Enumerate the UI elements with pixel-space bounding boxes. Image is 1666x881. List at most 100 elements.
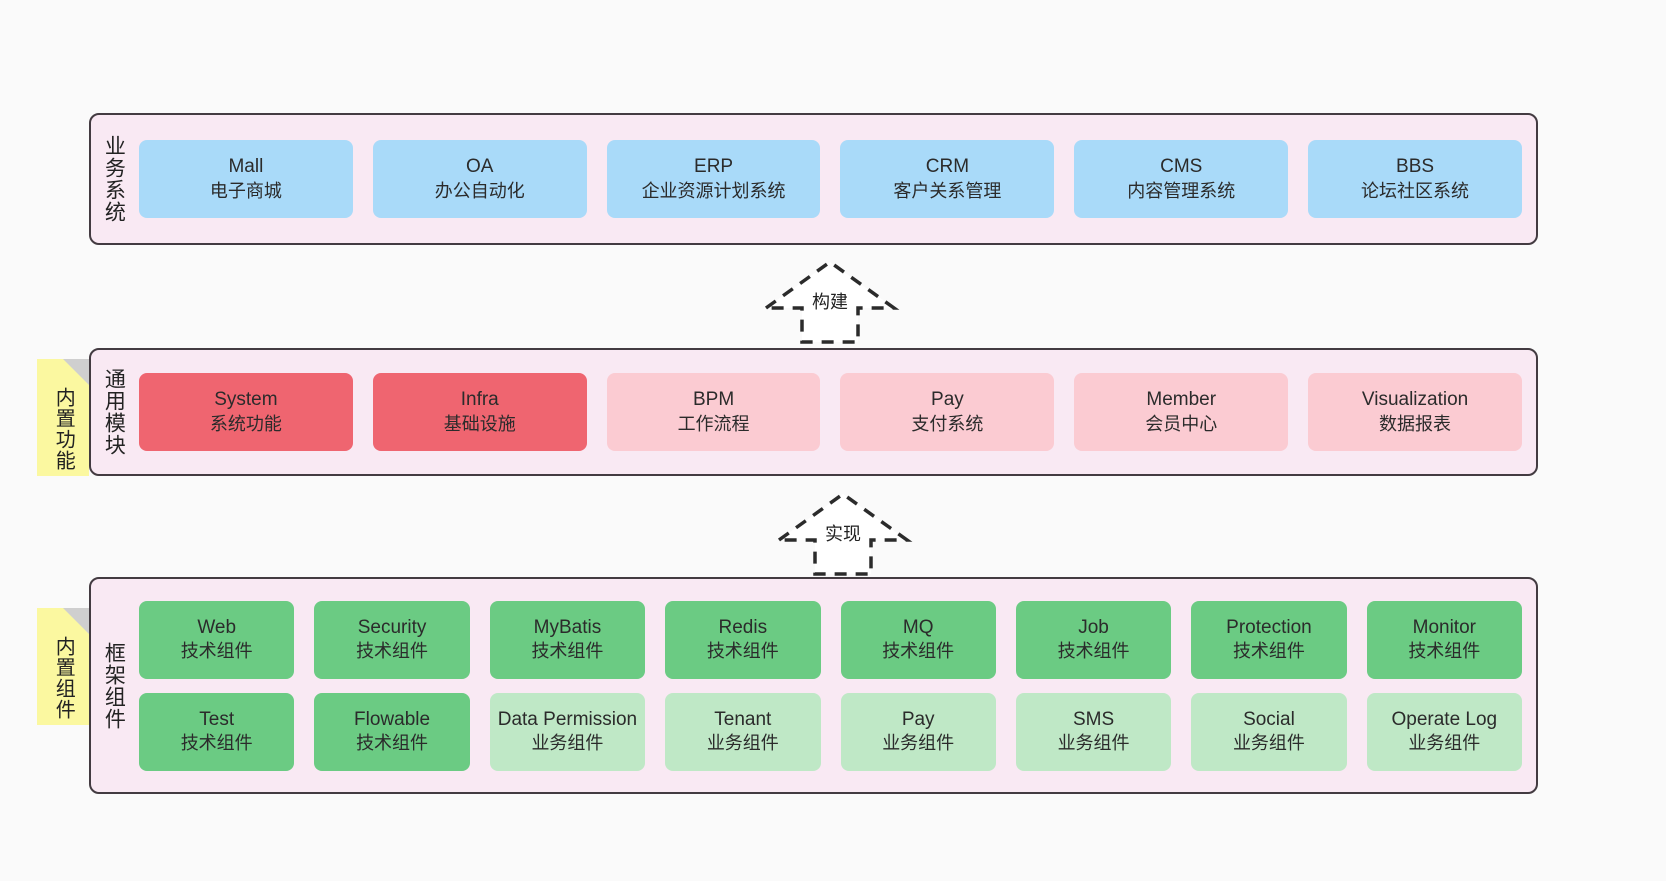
generalization-arrow-shape xyxy=(773,491,913,576)
node-job[interactable]: Job 技术组件 xyxy=(1015,600,1172,679)
generalization-arrow-shape xyxy=(760,259,900,344)
layer-title-business-system: 业务系统 xyxy=(102,135,126,223)
node-protection[interactable]: Protection 技术组件 xyxy=(1191,600,1347,679)
node-mq[interactable]: MQ 技术组件 xyxy=(840,600,996,679)
node-subtitle: 业务组件 xyxy=(1408,733,1481,754)
layer-common-module: 通用模块 System 系统功能 Infra 基础设施 BPM 工作流程 Pay… xyxy=(89,348,1538,476)
layer-framework-component: 框架组件 Web 技术组件 Security 技术组件 MyBatis 技术组件… xyxy=(89,577,1538,794)
node-test[interactable]: Test 技术组件 xyxy=(139,692,295,771)
node-title: Pay xyxy=(901,708,935,730)
node-title: Redis xyxy=(718,616,768,638)
node-title: CMS xyxy=(1160,156,1203,178)
node-subtitle: 基础设施 xyxy=(443,413,516,434)
layer-row: System 系统功能 Infra 基础设施 BPM 工作流程 Pay 支付系统… xyxy=(139,373,1522,451)
node-subtitle: 企业资源计划系统 xyxy=(641,180,786,201)
node-subtitle: 内容管理系统 xyxy=(1127,180,1236,201)
node-title: Security xyxy=(357,616,427,638)
layer-body-business-system: Mall 电子商城 OA 办公自动化 ERP 企业资源计划系统 CRM 客户关系… xyxy=(135,115,1536,243)
node-erp[interactable]: ERP 企业资源计划系统 xyxy=(606,140,821,218)
node-title: Tenant xyxy=(714,708,772,730)
node-title: BBS xyxy=(1396,156,1435,178)
node-title: Protection xyxy=(1226,616,1312,638)
node-pay[interactable]: Pay 支付系统 xyxy=(840,373,1055,451)
node-subtitle: 客户关系管理 xyxy=(893,180,1002,201)
layer-row: Mall 电子商城 OA 办公自动化 ERP 企业资源计划系统 CRM 客户关系… xyxy=(139,140,1522,218)
connector-build: 构建 xyxy=(760,258,900,346)
node-tenant[interactable]: Tenant 业务组件 xyxy=(665,692,821,771)
node-pay-component[interactable]: Pay 业务组件 xyxy=(840,692,996,771)
node-subtitle: 系统功能 xyxy=(209,413,282,434)
node-redis[interactable]: Redis 技术组件 xyxy=(665,600,821,679)
layer-row: Web 技术组件 Security 技术组件 MyBatis 技术组件 Redi… xyxy=(139,600,1522,679)
node-flowable[interactable]: Flowable 技术组件 xyxy=(314,692,470,771)
node-oa[interactable]: OA 办公自动化 xyxy=(372,140,587,218)
node-infra[interactable]: Infra 基础设施 xyxy=(372,373,587,451)
node-mall[interactable]: Mall 电子商城 xyxy=(139,140,353,218)
node-title: BPM xyxy=(692,389,735,411)
sticky-note-label: 内置组件 xyxy=(52,635,75,720)
node-subtitle: 技术组件 xyxy=(1057,641,1130,662)
node-mybatis[interactable]: MyBatis 技术组件 xyxy=(489,600,646,679)
node-sms[interactable]: SMS 业务组件 xyxy=(1015,692,1172,771)
node-monitor[interactable]: Monitor 技术组件 xyxy=(1366,600,1522,679)
layer-body-framework-component: Web 技术组件 Security 技术组件 MyBatis 技术组件 Redi… xyxy=(135,579,1536,792)
node-crm[interactable]: CRM 客户关系管理 xyxy=(840,140,1055,218)
node-subtitle: 技术组件 xyxy=(1232,641,1305,662)
node-subtitle: 业务组件 xyxy=(1057,733,1130,754)
layer-title-framework-component: 框架组件 xyxy=(102,641,126,730)
node-cms[interactable]: CMS 内容管理系统 xyxy=(1074,140,1289,218)
node-visualization[interactable]: Visualization 数据报表 xyxy=(1308,373,1522,451)
node-subtitle: 业务组件 xyxy=(882,733,955,754)
node-subtitle: 会员中心 xyxy=(1145,413,1218,434)
node-subtitle: 办公自动化 xyxy=(434,180,525,201)
node-subtitle: 电子商城 xyxy=(209,180,282,201)
node-bbs[interactable]: BBS 论坛社区系统 xyxy=(1308,140,1522,218)
node-title: Mall xyxy=(228,156,264,178)
node-title: Web xyxy=(197,616,237,638)
node-title: Operate Log xyxy=(1391,708,1498,730)
node-title: Data Permission xyxy=(497,708,638,730)
node-title: Flowable xyxy=(354,708,431,730)
node-subtitle: 业务组件 xyxy=(531,733,604,754)
node-system[interactable]: System 系统功能 xyxy=(139,373,353,451)
node-subtitle: 技术组件 xyxy=(706,641,779,662)
layer-business-system: 业务系统 Mall 电子商城 OA 办公自动化 ERP 企业资源计划系统 CRM… xyxy=(89,113,1538,245)
layer-row: Test 技术组件 Flowable 技术组件 Data Permission … xyxy=(139,692,1522,771)
sticky-note-label: 内置功能 xyxy=(52,386,75,471)
node-title: Member xyxy=(1146,389,1217,411)
node-title: ERP xyxy=(694,156,734,178)
node-subtitle: 数据报表 xyxy=(1379,413,1452,434)
sticky-fold-icon xyxy=(63,608,89,634)
node-title: Social xyxy=(1243,708,1295,730)
node-security[interactable]: Security 技术组件 xyxy=(314,600,470,679)
sticky-note-builtin-function: 内置功能 xyxy=(37,359,89,476)
node-operate-log[interactable]: Operate Log 业务组件 xyxy=(1366,692,1522,771)
node-subtitle: 技术组件 xyxy=(180,733,253,754)
node-data-permission[interactable]: Data Permission 业务组件 xyxy=(489,692,646,771)
sticky-note-builtin-component: 内置组件 xyxy=(37,608,89,725)
node-title: MQ xyxy=(902,616,934,638)
node-subtitle: 支付系统 xyxy=(911,413,984,434)
node-social[interactable]: Social 业务组件 xyxy=(1191,692,1347,771)
node-subtitle: 技术组件 xyxy=(356,733,429,754)
node-subtitle: 业务组件 xyxy=(1232,733,1305,754)
sticky-fold-icon xyxy=(63,359,89,385)
node-subtitle: 论坛社区系统 xyxy=(1361,180,1470,201)
node-title: Job xyxy=(1078,616,1109,638)
layer-title-common-module: 通用模块 xyxy=(102,368,126,456)
layer-body-common-module: System 系统功能 Infra 基础设施 BPM 工作流程 Pay 支付系统… xyxy=(135,350,1536,474)
node-bpm[interactable]: BPM 工作流程 xyxy=(606,373,821,451)
node-subtitle: 技术组件 xyxy=(882,641,955,662)
node-web[interactable]: Web 技术组件 xyxy=(139,600,295,679)
node-subtitle: 业务组件 xyxy=(706,733,779,754)
node-title: MyBatis xyxy=(533,616,602,638)
node-subtitle: 技术组件 xyxy=(180,641,253,662)
node-member[interactable]: Member 会员中心 xyxy=(1074,373,1289,451)
node-subtitle: 技术组件 xyxy=(356,641,429,662)
node-subtitle: 工作流程 xyxy=(677,413,750,434)
connector-implement: 实现 xyxy=(773,490,913,578)
node-title: Visualization xyxy=(1361,389,1469,411)
node-subtitle: 技术组件 xyxy=(1408,641,1481,662)
node-title: CRM xyxy=(925,156,970,178)
node-title: System xyxy=(214,389,278,411)
